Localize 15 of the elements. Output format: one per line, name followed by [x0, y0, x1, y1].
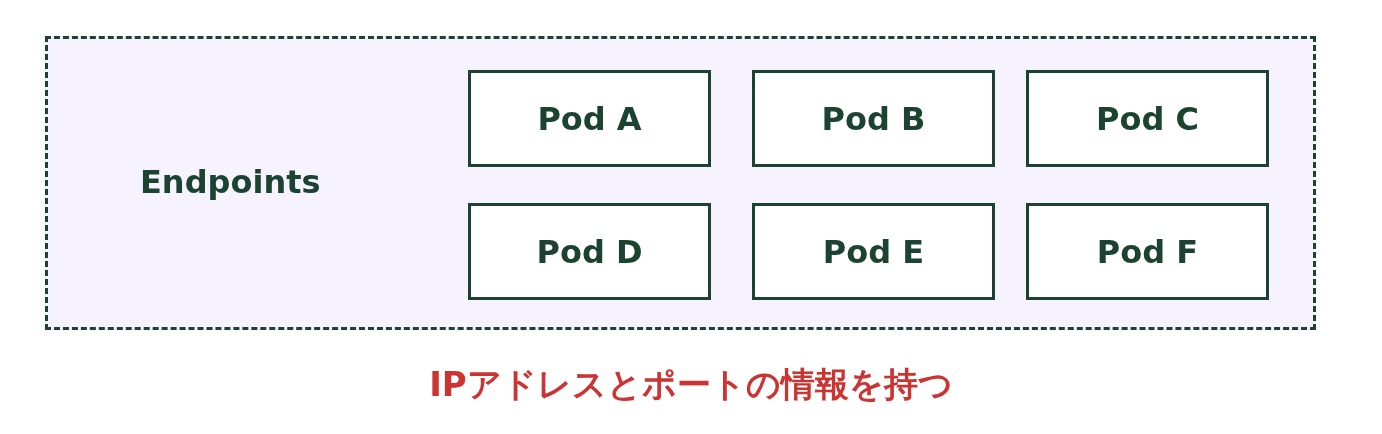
- caption: IPアドレスとポートの情報を持つ: [429, 364, 953, 404]
- pod-label: Pod F: [1096, 232, 1199, 271]
- dashed-group-box: [45, 36, 1316, 330]
- group-label: Endpoints: [140, 163, 321, 201]
- pod-box: [468, 70, 711, 167]
- pod-label: Pod E: [822, 232, 925, 271]
- pod-label: Pod B: [821, 99, 926, 138]
- pod-box: [752, 203, 995, 300]
- pod-box: [1026, 203, 1269, 300]
- pod-label: Pod A: [537, 99, 642, 138]
- pod-box: [468, 203, 711, 300]
- pod-box: [752, 70, 995, 167]
- pod-label: Pod D: [536, 232, 643, 271]
- pod-label: Pod C: [1096, 99, 1199, 138]
- pod-box: [1026, 70, 1269, 167]
